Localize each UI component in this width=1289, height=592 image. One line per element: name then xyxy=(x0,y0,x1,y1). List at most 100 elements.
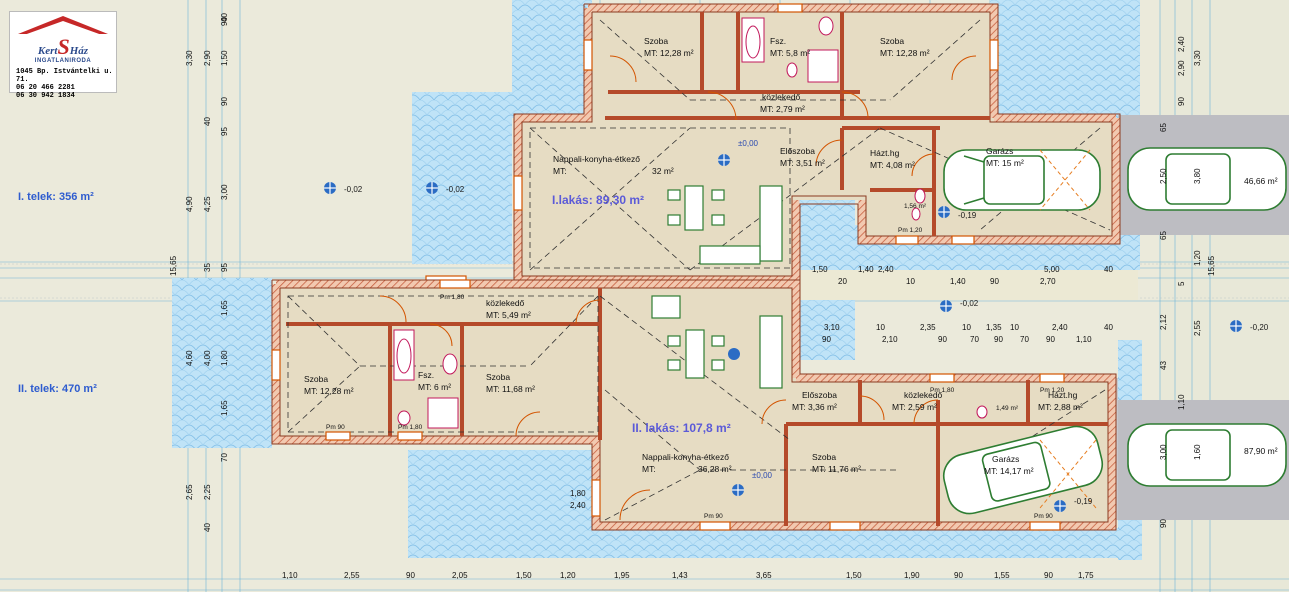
room-label: Garázs xyxy=(986,146,1013,156)
room-area: MT: 11,76 m² xyxy=(812,464,861,474)
dimension: 1,35 xyxy=(986,323,1002,332)
dimension: 2,70 xyxy=(1040,277,1056,286)
apartment-2-label: II. lakás: 107,8 m² xyxy=(632,421,731,435)
level-label: -0,02 xyxy=(344,185,363,194)
room-label: Előszoba xyxy=(780,146,815,156)
wc-area: 1,56 m² xyxy=(904,203,927,210)
dimension: 1,65 xyxy=(220,400,229,416)
room-area: MT: 3,36 m² xyxy=(792,402,837,412)
building-2 xyxy=(271,279,1287,531)
dimension: 90 xyxy=(220,17,229,26)
dimension: 5,00 xyxy=(1044,265,1060,274)
dimension: 3,30 xyxy=(185,50,194,66)
dimension: 3,00 xyxy=(220,184,229,200)
dimension: 90 xyxy=(954,571,963,580)
dimension: 1,50 xyxy=(846,571,862,580)
room-label: Házt.hg xyxy=(870,148,900,158)
dimension: 1,95 xyxy=(614,571,630,580)
dimension: 15,65 xyxy=(169,255,178,276)
window-label: Pm 1,20 xyxy=(1040,387,1065,394)
dimension: 90 xyxy=(938,335,947,344)
dimension: 65 xyxy=(1159,231,1168,240)
room-label: Garázs xyxy=(992,454,1019,464)
room-area: MT: xyxy=(642,464,656,474)
level-label: ±0,00 xyxy=(752,471,773,480)
dimension: 95 xyxy=(220,263,229,272)
dimension: 70 xyxy=(970,335,979,344)
dimension: 2,90 xyxy=(1177,60,1186,76)
plot-1-label: I. telek: 356 m² xyxy=(18,191,94,203)
room-label: Szoba xyxy=(644,36,668,46)
car-2 xyxy=(942,423,1287,515)
dimension: 95 xyxy=(220,127,229,136)
room-label: közlekedő xyxy=(486,298,525,308)
dimension: 65 xyxy=(1159,123,1168,132)
room-area: MT: 3,51 m² xyxy=(780,158,825,168)
dimension: 3,30 xyxy=(1193,50,1202,66)
dimension: 2,40 xyxy=(570,501,586,510)
dimension: 1,40 xyxy=(858,265,874,274)
dimension: 10 xyxy=(876,323,885,332)
dimension: 40 xyxy=(1104,265,1113,274)
room-label: Fsz. xyxy=(770,36,786,46)
level-label: -0,20 xyxy=(1250,323,1269,332)
room-label: Szoba xyxy=(880,36,904,46)
dimension: 2,35 xyxy=(920,323,936,332)
dimension: 90 xyxy=(406,571,415,580)
dimension: 1,20 xyxy=(1193,250,1202,266)
dimension: 1,50 xyxy=(812,265,828,274)
room-area: MT: 14,17 m² xyxy=(984,466,1034,476)
room-label: Nappali-konyha-étkező xyxy=(553,154,640,164)
level-label: -0,19 xyxy=(958,211,977,220)
dimensions-left: 40 90 1,50 90 40 95 4,25 3,00 35 95 1,65… xyxy=(169,13,229,532)
room-area: MT: 12,28 m² xyxy=(644,48,694,58)
dimension: 90 xyxy=(990,277,999,286)
dimension: 2,40 xyxy=(1177,36,1186,52)
dimension: 2,40 xyxy=(878,265,894,274)
dimension: 2,55 xyxy=(344,571,360,580)
dimension: 35 xyxy=(203,263,212,272)
dimension: 2,05 xyxy=(452,571,468,580)
dimension: 2,55 xyxy=(1193,320,1202,336)
dimension: 1,60 xyxy=(1193,444,1202,460)
parking-area: 46,66 m² xyxy=(1244,176,1278,186)
window-label: Pm 1,20 xyxy=(898,227,923,234)
building-1 xyxy=(425,3,1287,285)
logo-subtitle: INGATLANIRODA xyxy=(34,58,92,64)
dimension: 90 xyxy=(1159,519,1168,528)
dimension: 2,10 xyxy=(882,335,898,344)
dimension: 90 xyxy=(822,335,831,344)
plot-2-label: II. telek: 470 m² xyxy=(18,383,97,395)
dimension: 40 xyxy=(203,523,212,532)
room-label: Fsz. xyxy=(418,370,434,380)
level-label: -0,19 xyxy=(1074,497,1093,506)
dimension: 10 xyxy=(906,277,915,286)
dimension: 90 xyxy=(994,335,1003,344)
dimension: 90 xyxy=(1177,97,1186,106)
dimension: 1,20 xyxy=(560,571,576,580)
dimension: 4,25 xyxy=(203,196,212,212)
dimension: 1,80 xyxy=(570,489,586,498)
room-label: Nappali-konyha-étkező xyxy=(642,452,729,462)
dimension: 3,80 xyxy=(1193,168,1202,184)
window-label: Pm 90 xyxy=(326,424,345,431)
dimensions-right: 2,40 3,30 2,90 90 65 2,50 3,80 65 1,20 5… xyxy=(1159,36,1216,528)
dimensions-mid: 1,50 20 1,40 2,40 10 1,40 90 2,70 5,00 4… xyxy=(812,265,1113,344)
dimension: 15,65 xyxy=(1207,255,1216,276)
room-label: Előszoba xyxy=(802,390,837,400)
level-label: -0,02 xyxy=(960,299,979,308)
room-label: közlekedő xyxy=(762,92,801,102)
room-area: MT: 2,79 m² xyxy=(760,104,805,114)
window-label: Pm 1,80 xyxy=(398,424,423,431)
window-label: Pm 1,80 xyxy=(440,294,465,301)
room-label: Szoba xyxy=(486,372,510,382)
window-label: Pm 90 xyxy=(1034,513,1053,520)
dimension: 20 xyxy=(838,277,847,286)
dimension: 1,40 xyxy=(950,277,966,286)
room-area: MT: 11,68 m² xyxy=(486,384,535,394)
room-area: MT: 12,28 m² xyxy=(880,48,930,58)
dimension: 1,90 xyxy=(904,571,920,580)
room-area: MT: 4,08 m² xyxy=(870,160,915,170)
dimension: 90 xyxy=(1044,571,1053,580)
dimension: 1,55 xyxy=(994,571,1010,580)
